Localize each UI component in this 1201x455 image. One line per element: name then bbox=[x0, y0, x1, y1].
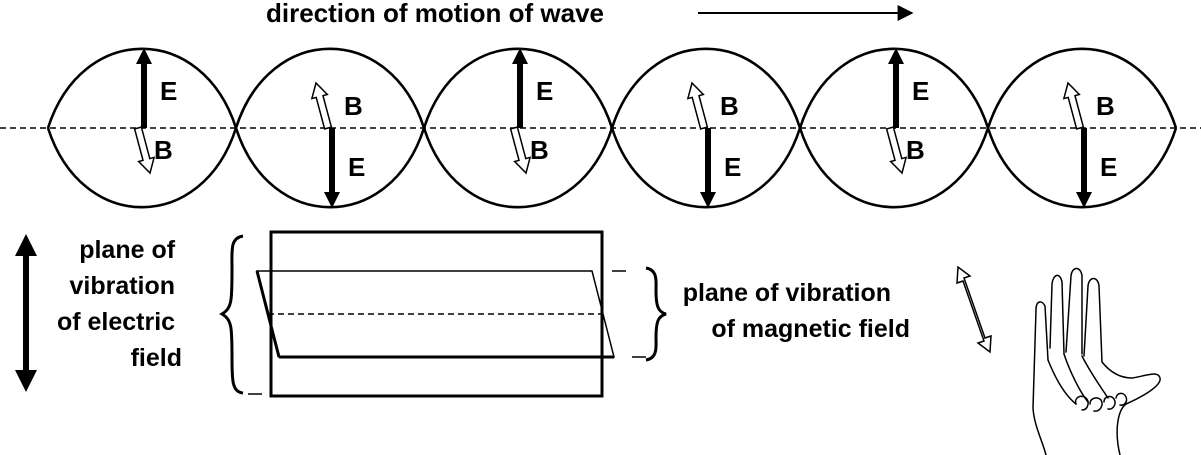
electric-plane-label: plane of vibration of electric field bbox=[57, 236, 182, 372]
magnetic-plane-label: plane of vibration of magnetic field bbox=[683, 279, 910, 343]
magnetic-arrow bbox=[310, 81, 333, 130]
electric-field-label: E bbox=[160, 76, 177, 106]
left-brace bbox=[219, 234, 244, 395]
wave-lobe bbox=[422, 47, 614, 129]
wave-lobe bbox=[798, 47, 990, 129]
electric-field-label: E bbox=[536, 76, 553, 106]
electric-field-label: E bbox=[724, 152, 741, 182]
magnetic-field-label: B bbox=[1096, 91, 1115, 121]
electric-arrowhead bbox=[888, 48, 904, 64]
magnetic-arrow bbox=[885, 126, 908, 175]
electric-plane-line: field bbox=[131, 344, 182, 372]
wave-lobe bbox=[234, 47, 426, 129]
wave-lobe bbox=[610, 127, 802, 209]
wave-lobe bbox=[798, 127, 990, 209]
magnetic-arrow bbox=[509, 126, 532, 175]
electric-field-label: E bbox=[912, 76, 929, 106]
wave-lobe bbox=[46, 127, 238, 209]
magnetic-field-label: B bbox=[720, 91, 739, 121]
magnetic-plane-line: plane of vibration bbox=[683, 279, 891, 307]
electric-field-label: E bbox=[348, 152, 365, 182]
magnetic-field-label: B bbox=[906, 135, 925, 165]
right-brace bbox=[645, 266, 667, 362]
magnetic-field-label: B bbox=[530, 135, 549, 165]
electric-plane-line: plane of bbox=[79, 236, 176, 264]
magnetic-arrow bbox=[686, 81, 709, 130]
electric-arrowhead bbox=[1076, 192, 1092, 208]
magnetic-field-label: B bbox=[344, 91, 363, 121]
plane-edge bbox=[255, 270, 281, 358]
double-headed-arrow-icon bbox=[15, 234, 37, 392]
magnetic-plane-line: of magnetic field bbox=[711, 315, 910, 343]
wave-lobe bbox=[986, 127, 1178, 209]
electric-plane-line: of electric bbox=[57, 308, 175, 336]
wave-lobe bbox=[234, 127, 426, 209]
magnetic-arrow bbox=[1062, 81, 1085, 130]
open-double-arrow-icon bbox=[956, 265, 992, 354]
wave-lobe bbox=[610, 47, 802, 129]
electric-arrowhead bbox=[324, 192, 340, 208]
electric-plane-line: vibration bbox=[69, 272, 175, 300]
electric-field-label: E bbox=[1100, 152, 1117, 182]
electric-arrowhead bbox=[700, 192, 716, 208]
wave-direction-label: direction of motion of wave bbox=[266, 0, 604, 28]
magnetic-field-label: B bbox=[154, 135, 173, 165]
wave-curves bbox=[46, 47, 1178, 209]
wave-lobe bbox=[422, 127, 614, 209]
wave-lobe bbox=[986, 47, 1178, 129]
magnetic-arrow bbox=[133, 126, 156, 175]
electric-arrowhead bbox=[136, 48, 152, 64]
hand-icon bbox=[1032, 267, 1161, 455]
electric-arrowhead bbox=[512, 48, 528, 64]
wave-lobe bbox=[46, 47, 238, 129]
